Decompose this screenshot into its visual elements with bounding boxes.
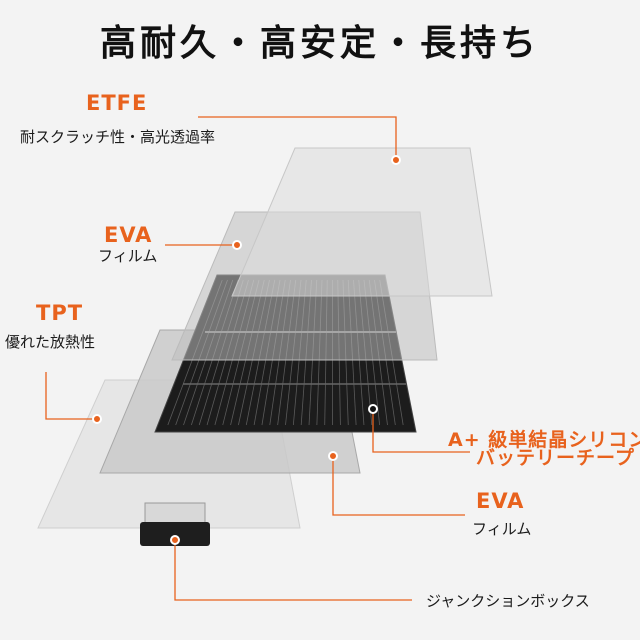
- cell-label-line2: バッテリーチープ: [476, 447, 635, 469]
- etfe-label: ETFE: [86, 91, 148, 115]
- eva-lower-marker-dot: [328, 451, 338, 461]
- eva-lower-description: フィルム: [472, 520, 532, 538]
- tpt-leader-line: [45, 372, 96, 420]
- junction-box-label: ジャンクションボックス: [426, 592, 590, 610]
- eva-upper-description: フィルム: [98, 247, 158, 265]
- tpt-label: TPT: [36, 301, 84, 325]
- junction-leader-line: [174, 540, 412, 601]
- eva-upper-label: EVA: [104, 223, 153, 247]
- page-title: 高耐久・高安定・長持ち: [99, 23, 540, 64]
- cell-marker-dot: [368, 404, 378, 414]
- tpt-marker-dot: [92, 414, 102, 424]
- eva-upper-marker-dot: [232, 240, 242, 250]
- eva-lower-label: EVA: [476, 489, 525, 513]
- etfe-layer: [231, 147, 493, 297]
- etfe-marker-dot: [391, 155, 401, 165]
- eva-lower-leader-line: [332, 456, 465, 516]
- cell-leader-line: [372, 410, 470, 453]
- tpt-description: 優れた放熱性: [5, 333, 96, 351]
- etfe-leader-line: [198, 116, 397, 160]
- cell-label-line1: A+ 級単結晶シリコン: [448, 429, 640, 451]
- junction-box: [140, 502, 210, 546]
- etfe-description: 耐スクラッチ性・高光透過率: [20, 128, 216, 146]
- junction-marker-dot: [170, 535, 180, 545]
